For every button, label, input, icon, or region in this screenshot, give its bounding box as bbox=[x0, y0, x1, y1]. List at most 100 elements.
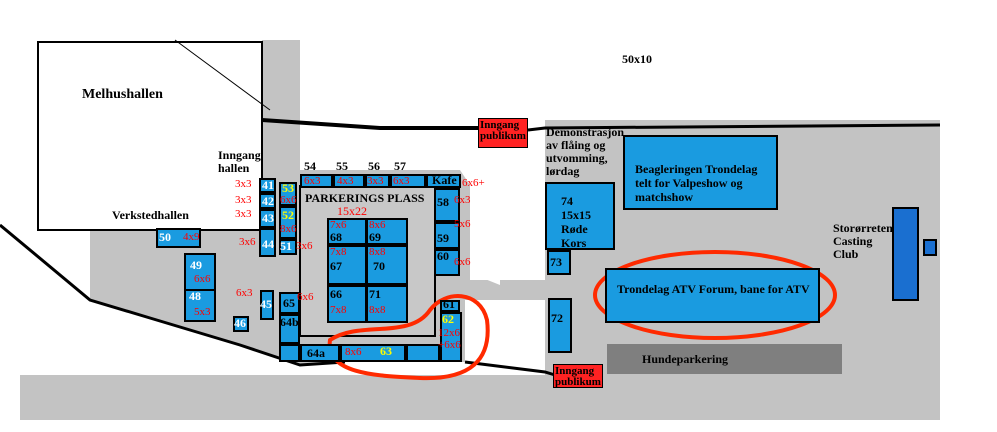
stall-number: 58 bbox=[437, 195, 449, 209]
stall-number: 64a bbox=[307, 346, 325, 360]
stall-size: 3x3 bbox=[235, 178, 252, 190]
stall-number: 46 bbox=[234, 316, 246, 330]
stall-67 bbox=[327, 245, 367, 285]
stall-number: 41 bbox=[262, 178, 274, 192]
stall-49 bbox=[184, 253, 216, 293]
stall-number: 55 bbox=[336, 159, 348, 173]
stall-unnamed bbox=[406, 344, 440, 362]
stall-64b bbox=[279, 314, 300, 344]
stall-57 bbox=[390, 174, 426, 188]
stall-46 bbox=[233, 316, 249, 332]
stall-53 bbox=[279, 182, 297, 206]
stall-number: 49 bbox=[190, 258, 202, 272]
melhushallen-label: Melhushallen bbox=[82, 87, 163, 102]
stall-73 bbox=[547, 250, 571, 275]
entrance-public-top: Inngang publikum bbox=[478, 118, 528, 148]
zone-atv: Trondelag ATV Forum, bane for ATV bbox=[605, 268, 820, 323]
stall-58 bbox=[434, 188, 460, 222]
stall-45 bbox=[260, 290, 274, 320]
stall-size: 8x6 bbox=[280, 223, 297, 235]
stall-size: 8x6 bbox=[369, 219, 386, 231]
top-size-label: 50x10 bbox=[622, 52, 652, 66]
stall-42 bbox=[259, 193, 276, 209]
stall-41 bbox=[259, 178, 276, 193]
stall-size: 6x6+ bbox=[462, 177, 485, 189]
stall-68 bbox=[327, 218, 367, 245]
stall-number: 63 bbox=[380, 344, 392, 358]
stall-56 bbox=[365, 174, 390, 188]
stall-size: 6x6 bbox=[454, 256, 471, 268]
stall-size: 3x3 bbox=[235, 194, 252, 206]
stall-size: 6x6 bbox=[297, 291, 314, 303]
demonstration-label: Demonstrasjon av flåing og utvomming, lø… bbox=[546, 125, 624, 178]
stall-size: 6x3 bbox=[304, 175, 321, 187]
stall-number: 71 bbox=[369, 287, 381, 301]
stall-number: 67 bbox=[330, 259, 342, 273]
rode-kors-name: Røde Kors bbox=[561, 222, 588, 250]
stall-number: 70 bbox=[373, 259, 385, 273]
stall-size: 3x3 bbox=[235, 208, 252, 220]
stall-48 bbox=[184, 289, 216, 322]
stall-size: 6x6 bbox=[194, 273, 211, 285]
parking-size: 15x22 bbox=[337, 204, 367, 218]
stall-number: 68 bbox=[330, 230, 342, 244]
stall-size: 7x8 bbox=[330, 304, 347, 316]
stall-number: 45 bbox=[260, 297, 272, 311]
stall-70 bbox=[366, 245, 408, 285]
stall-size: 4x3 bbox=[337, 175, 354, 187]
stall-size: 12x6 +6x6 bbox=[438, 327, 461, 351]
stall-size: 6x3 bbox=[454, 194, 471, 206]
stall-50 bbox=[156, 228, 201, 248]
stall-size: 3x6 bbox=[296, 240, 313, 252]
stall-number: 52 bbox=[282, 208, 294, 222]
stall-size: 5x6 bbox=[454, 218, 471, 230]
stall-43 bbox=[259, 209, 276, 228]
inngang-hallen-label: Inngang hallen bbox=[218, 148, 261, 175]
stall-44 bbox=[259, 228, 276, 257]
stall-63 bbox=[340, 344, 406, 362]
stall-number: 42 bbox=[262, 194, 274, 208]
zone-rode-kors: 74 15x15 Røde Kors bbox=[545, 182, 615, 250]
stall-size: 6x6 bbox=[280, 194, 297, 206]
stall-71 bbox=[366, 285, 408, 323]
stall-size: 3x3 bbox=[367, 175, 384, 187]
verkstedhallen-label: Verkstedhallen bbox=[112, 208, 189, 222]
parking-title: PARKERINGS PLASS bbox=[305, 191, 425, 205]
stall-61 bbox=[440, 300, 460, 312]
stall-size: 7x8 bbox=[330, 246, 347, 258]
stall-60 bbox=[434, 249, 460, 276]
stall-size: 4x9 bbox=[183, 231, 200, 243]
stall-number: 57 bbox=[394, 159, 406, 173]
stall-number: 59 bbox=[437, 231, 449, 245]
stall-62 bbox=[440, 312, 462, 362]
stall-size: 8x6 bbox=[345, 346, 362, 358]
stall-65 bbox=[279, 292, 300, 314]
stall-size: 6x3 bbox=[236, 287, 253, 299]
stall-72 bbox=[548, 298, 572, 353]
rode-kors-number: 74 bbox=[561, 194, 573, 208]
zone-hundeparkering: Hundeparkering bbox=[607, 344, 842, 374]
zone-beagleringen: Beagleringen Trondelag telt for Valpesho… bbox=[623, 135, 778, 210]
stall-number: 69 bbox=[369, 230, 381, 244]
stall-number: 62 bbox=[442, 312, 454, 326]
stall-number: 44 bbox=[262, 237, 274, 251]
entrance-public-bottom: Inngang publikum bbox=[553, 364, 603, 388]
stall-number: 61 bbox=[443, 297, 455, 311]
stall-number: 64b bbox=[280, 315, 299, 329]
stall-number: 56 bbox=[368, 159, 380, 173]
stall-number: 66 bbox=[330, 287, 342, 301]
stall-number: 72 bbox=[551, 311, 563, 325]
stall-kafe bbox=[426, 174, 461, 188]
stall-69 bbox=[366, 218, 408, 245]
stall-number: 53 bbox=[282, 181, 294, 195]
stall-number: 50 bbox=[159, 230, 171, 244]
stall-size: 3x6 bbox=[239, 236, 256, 248]
stall-64a bbox=[300, 344, 340, 362]
stall-54 bbox=[300, 174, 333, 188]
stall-number: 43 bbox=[262, 211, 274, 225]
stall-number: Kafe bbox=[432, 173, 457, 187]
rode-kors-size: 15x15 bbox=[561, 208, 591, 222]
stall-unnamed bbox=[279, 344, 300, 362]
stall-size: 8x8 bbox=[369, 304, 386, 316]
